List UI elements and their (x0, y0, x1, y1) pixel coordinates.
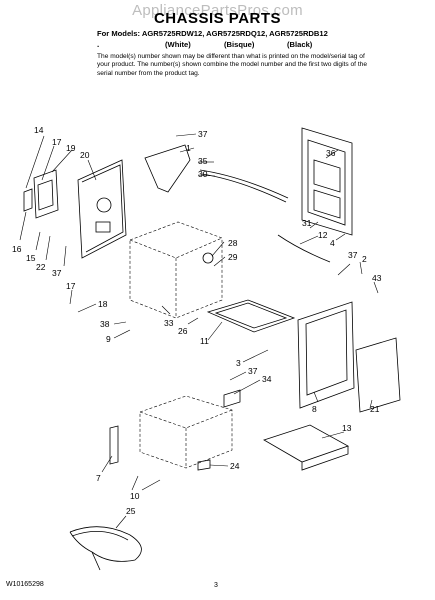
rack-part (206, 299, 296, 333)
page-title: CHASSIS PARTS (153, 10, 282, 27)
callout-4: 4 (330, 238, 335, 248)
callout-22: 22 (36, 262, 46, 272)
callout-30: 30 (198, 169, 208, 179)
door-glass-part (355, 337, 401, 413)
callout-43: 43 (372, 273, 382, 283)
control-bracket-part (77, 159, 127, 259)
wire-harness-part (69, 526, 142, 571)
callout-17-lower: 17 (66, 281, 76, 291)
callout-12: 12 (318, 230, 328, 240)
callout-19: 19 (66, 143, 76, 153)
lower-chassis-part (139, 395, 233, 469)
callout-7: 7 (96, 473, 101, 483)
vent-duct-part (144, 144, 191, 193)
clip-part (197, 459, 211, 471)
document-number: W10165298 (6, 581, 44, 588)
callout-25: 25 (126, 506, 136, 516)
oven-cavity-part (129, 221, 223, 319)
callout-21: 21 (370, 404, 380, 414)
callout-35: 35 (198, 156, 208, 166)
bullet-mark: . (97, 40, 100, 49)
callout-numbers: 14 17 19 20 16 15 22 37 37 1 35 30 36 31… (12, 125, 382, 516)
page-number: 3 (214, 582, 218, 589)
callout-20: 20 (80, 150, 90, 160)
callout-26: 26 (178, 326, 188, 336)
callout-1: 1 (186, 143, 191, 153)
bottom-pan-part (263, 424, 349, 471)
callout-17: 17 (52, 137, 62, 147)
color-bisque: (Bisque) (224, 40, 255, 49)
callout-37-top: 37 (198, 129, 208, 139)
element-rod-part (199, 169, 289, 203)
door-frame-part (297, 301, 355, 409)
callout-36: 36 (326, 148, 336, 158)
color-white: (White) (165, 40, 191, 49)
watermark: AppliancePartsPros.com (132, 2, 303, 19)
model-note: The model(s) number shown may be differe… (97, 53, 367, 77)
callout-15: 15 (26, 253, 36, 263)
callout-37-left: 37 (52, 268, 62, 278)
callout-16: 16 (12, 244, 22, 254)
callout-10: 10 (130, 491, 140, 501)
bracket-part (109, 425, 119, 465)
switch-housing-part (23, 169, 59, 219)
callout-24: 24 (230, 461, 240, 471)
callout-9: 9 (106, 334, 111, 344)
block-part (223, 389, 241, 408)
callout-33: 33 (164, 318, 174, 328)
leader-lines (19, 133, 379, 529)
callout-28: 28 (228, 238, 238, 248)
callout-13: 13 (342, 423, 352, 433)
back-panel-part (301, 127, 353, 236)
callout-3: 3 (236, 358, 241, 368)
callout-11: 11 (200, 336, 209, 346)
callout-37-mid: 37 (248, 366, 258, 376)
callout-31: 31 (302, 218, 312, 228)
callout-38: 38 (100, 319, 110, 329)
callout-14: 14 (34, 125, 44, 135)
callout-29: 29 (228, 252, 238, 262)
callout-8: 8 (312, 404, 317, 414)
models-line: For Models: AGR5725RDW12, AGR5725RDQ12, … (97, 29, 328, 38)
callout-2: 2 (362, 254, 367, 264)
callout-18: 18 (98, 299, 108, 309)
callout-34: 34 (262, 374, 272, 384)
callout-37-right: 37 (348, 250, 358, 260)
wire-part (277, 234, 331, 263)
color-black: (Black) (287, 40, 313, 49)
